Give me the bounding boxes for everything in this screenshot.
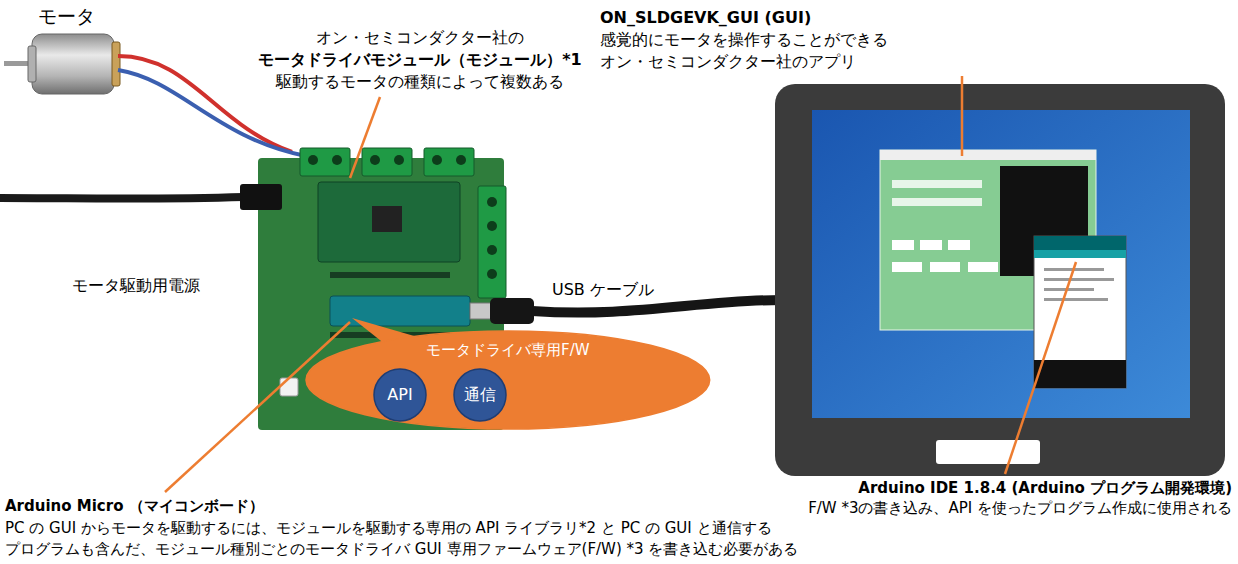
node-text: API xyxy=(387,385,412,405)
laptop xyxy=(775,84,1225,476)
node-text: 通信 xyxy=(464,385,496,405)
firmware-bubble: モータドライバ専用F/W API 通信 xyxy=(305,330,711,430)
callout-note: オン・セミコンダクター社の xyxy=(316,28,524,48)
callout-title: モータドライバモジュール（モジュール）*1 xyxy=(258,50,582,70)
motor xyxy=(4,34,120,94)
usb-cable xyxy=(532,300,782,313)
callout-note: オン・セミコンダクター社のアプリ xyxy=(600,52,856,72)
part-name: モータ xyxy=(38,6,95,26)
callout-note: PC の GUI からモータを駆動するには、モジュールを駆動する専用の API … xyxy=(5,518,772,538)
callout-note: 感覚的にモータを操作することができる xyxy=(600,30,888,50)
callout-note: 駆動するモータの種類によって複数ある xyxy=(276,72,564,92)
node-text: モータドライバ専用F/W xyxy=(305,340,711,360)
motor-wire xyxy=(118,56,292,152)
leader-line xyxy=(165,322,350,492)
function-circle: API xyxy=(373,368,427,422)
power-cable xyxy=(0,197,244,199)
callout-title: ON_SLDGEVK_GUI (GUI) xyxy=(600,8,811,28)
callout-note: プログラムも含んだ、モジュール種別ごとのモータドライバ GUI 専用ファームウェ… xyxy=(5,539,798,559)
usb-plug xyxy=(490,298,534,324)
leader-line xyxy=(961,76,964,156)
part-name: モータ駆動用電源 xyxy=(72,276,200,296)
callout-note: F/W *3の書き込み、API を使ったプログラム作成に使用される xyxy=(808,498,1232,518)
callout-title: Arduino Micro （マイコンボード） xyxy=(5,496,264,516)
part-name: USB ケーブル xyxy=(552,280,654,300)
leader-line xyxy=(350,97,380,178)
callout-title: Arduino IDE 1.8.4 (Arduino プログラム開発環境) xyxy=(858,478,1232,498)
function-circle: 通信 xyxy=(453,368,507,422)
leader-line xyxy=(1005,262,1076,474)
ide-window xyxy=(1034,236,1126,388)
